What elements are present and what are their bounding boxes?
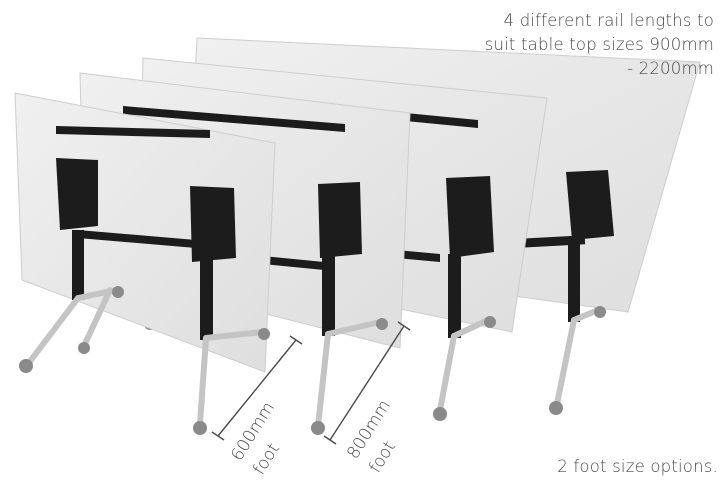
caster <box>78 342 90 354</box>
caption-line: - 2200mm <box>627 59 714 78</box>
caster <box>258 328 270 340</box>
foot-options-caption: 2 foot size options. <box>557 457 718 476</box>
dimension-600mm <box>211 335 303 441</box>
rail <box>78 230 196 248</box>
foot <box>315 319 383 429</box>
leg-column <box>200 260 213 340</box>
caption-line: suit table top sizes 900mm <box>484 35 714 54</box>
dimension-800mm <box>323 321 411 445</box>
leg-bracket <box>446 176 494 258</box>
caster <box>594 306 606 318</box>
leg-bracket <box>56 158 98 230</box>
caster <box>112 286 124 298</box>
rail <box>56 126 210 138</box>
leg-bracket <box>190 186 236 262</box>
rail <box>123 106 345 132</box>
caption-line: 4 different rail lengths to <box>503 11 714 30</box>
leg-bracket <box>566 170 614 240</box>
caster <box>19 359 33 373</box>
caster <box>376 318 388 330</box>
leg-column <box>322 256 335 336</box>
caster <box>549 401 563 415</box>
leg-column <box>448 254 461 338</box>
leg-bracket <box>318 182 362 258</box>
leg-column <box>72 230 84 300</box>
caster <box>193 421 207 435</box>
foot <box>437 317 491 413</box>
caster <box>433 407 447 421</box>
foot <box>25 287 265 427</box>
leg-column <box>568 238 580 322</box>
foot <box>554 307 601 407</box>
caster <box>484 316 496 328</box>
rail-lengths-caption: 4 different rail lengths to suit table t… <box>485 9 714 81</box>
table-900mm <box>14 92 276 435</box>
caster <box>311 421 325 435</box>
